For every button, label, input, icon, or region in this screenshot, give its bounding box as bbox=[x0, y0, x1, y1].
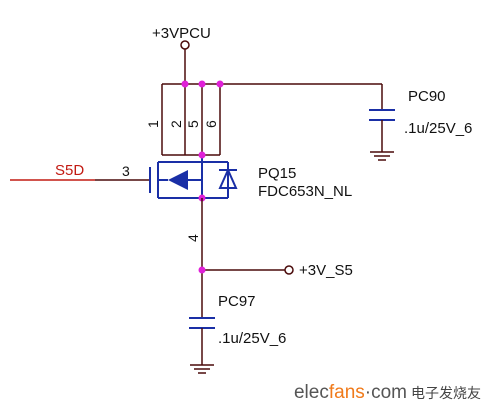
watermark-cn: 电子发烧友 bbox=[411, 385, 481, 401]
pin-number-3: 3 bbox=[122, 163, 130, 179]
pin-number-1: 1 bbox=[145, 120, 161, 128]
pin-number-2: 2 bbox=[168, 120, 184, 128]
pin-number-6: 6 bbox=[203, 120, 219, 128]
junction-dot bbox=[181, 80, 189, 88]
body-diode bbox=[218, 167, 238, 189]
mosfet-ref: PQ15 bbox=[258, 165, 296, 182]
gate-net-label: S5D bbox=[55, 162, 84, 179]
junction-dot bbox=[198, 266, 206, 274]
power-label-3vpcu: +3VPCU bbox=[152, 25, 211, 42]
watermark-brand-b: fans bbox=[328, 382, 365, 403]
mosfet-pq15 bbox=[10, 151, 238, 202]
cap-pc97-ref: PC97 bbox=[218, 293, 256, 310]
capacitor-pc90: PC90 .1u/25V_6 bbox=[369, 84, 472, 161]
output-net-label: +3V_S5 bbox=[299, 262, 353, 279]
pin-number-4: 4 bbox=[185, 234, 201, 242]
junction-dot bbox=[198, 151, 206, 159]
top-rail bbox=[161, 80, 382, 156]
pin-number-5: 5 bbox=[185, 120, 201, 128]
junction-dot bbox=[198, 80, 206, 88]
cap-pc90-ref: PC90 bbox=[408, 88, 446, 105]
cap-pc97-value: .1u/25V_6 bbox=[218, 330, 286, 347]
output-port-3v-s5: +3V_S5 bbox=[198, 262, 353, 279]
watermark-brand-a: elec bbox=[293, 382, 329, 403]
junction-dot bbox=[216, 80, 224, 88]
mosfet-part: FDC653N_NL bbox=[258, 183, 352, 200]
mosfet-arrow bbox=[168, 170, 188, 190]
watermark-brand-c: ·com bbox=[364, 382, 407, 403]
cap-pc90-value: .1u/25V_6 bbox=[404, 120, 472, 137]
capacitor-pc97: PC97 .1u/25V_6 bbox=[189, 293, 286, 374]
power-port-3vpcu: +3VPCU bbox=[152, 25, 211, 84]
